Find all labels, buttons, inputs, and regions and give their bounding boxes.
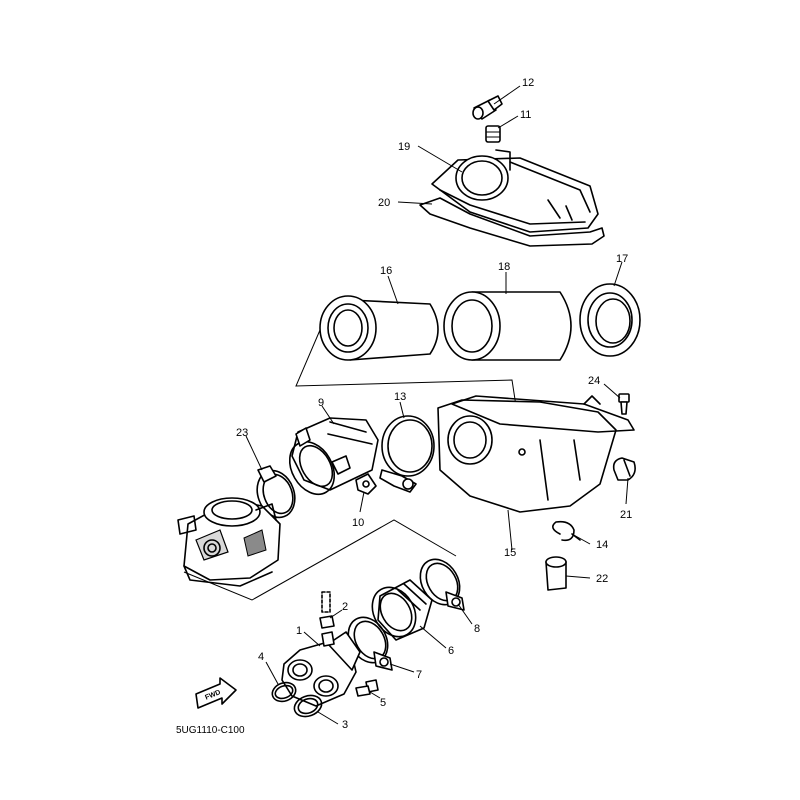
callout-22: 22 bbox=[596, 573, 608, 585]
assembly-line-filter bbox=[295, 329, 517, 407]
part-1-intake-manifold bbox=[281, 631, 361, 707]
callout-23: 23 bbox=[236, 427, 248, 439]
callout-4: 4 bbox=[258, 651, 264, 663]
callout-15: 15 bbox=[504, 547, 516, 559]
callout-3: 3 bbox=[342, 719, 348, 731]
callout-6: 6 bbox=[448, 645, 454, 657]
callout-19: 19 bbox=[398, 141, 410, 153]
part-12-elbow-fitting bbox=[472, 95, 503, 120]
part-9-air-box-joint bbox=[288, 417, 379, 496]
callout-13: 13 bbox=[394, 391, 406, 403]
part-4-o-ring bbox=[271, 681, 297, 703]
carburetor-assembly bbox=[177, 497, 281, 587]
part-19-air-box-cover bbox=[431, 149, 599, 233]
callout-2: 2 bbox=[342, 601, 348, 613]
part-6-carburetor-joint bbox=[371, 579, 433, 641]
part-5-bolt bbox=[355, 679, 379, 697]
callout-8: 8 bbox=[474, 623, 480, 635]
callout-17: 17 bbox=[616, 253, 628, 265]
assembly-line-carburetor bbox=[183, 519, 457, 601]
part-15-air-box bbox=[437, 395, 635, 513]
part-10-hose-fitting bbox=[355, 473, 377, 495]
fwd-arrow-icon: FWD bbox=[195, 677, 237, 709]
callout-16: 16 bbox=[380, 265, 392, 277]
part-18-filter-element bbox=[443, 291, 572, 361]
callout-11: 11 bbox=[520, 109, 531, 121]
callout-10: 10 bbox=[352, 517, 364, 529]
part-14-clamp-ring bbox=[552, 520, 581, 542]
callout-12: 12 bbox=[522, 77, 534, 89]
part-11-grommet bbox=[485, 125, 501, 143]
callout-5: 5 bbox=[380, 697, 386, 709]
diagram-code: 5UG1110-C100 bbox=[176, 725, 245, 736]
part-3-o-ring bbox=[293, 694, 323, 718]
callout-7: 7 bbox=[416, 669, 422, 681]
callout-labels: 12 11 19 20 16 18 17 24 13 9 23 10 21 14… bbox=[236, 77, 632, 731]
part-23-clamp bbox=[256, 465, 296, 519]
part-2-dowel-pin bbox=[319, 591, 335, 629]
callout-18: 18 bbox=[498, 261, 510, 273]
part-17-seal-ring bbox=[579, 283, 641, 357]
callout-1: 1 bbox=[296, 625, 302, 637]
part-20-gasket bbox=[419, 197, 605, 247]
part-24-screw bbox=[618, 393, 630, 415]
part-13-band-clamp bbox=[379, 415, 435, 493]
part-22-drain-pipe bbox=[545, 556, 567, 591]
callout-20: 20 bbox=[378, 197, 390, 209]
callout-14: 14 bbox=[596, 539, 608, 551]
callout-24: 24 bbox=[588, 375, 600, 387]
part-16-air-filter-cage bbox=[319, 295, 439, 361]
part-21-clip bbox=[612, 457, 636, 481]
callout-9: 9 bbox=[318, 397, 324, 409]
callout-21: 21 bbox=[620, 509, 632, 521]
callout-leaders bbox=[245, 85, 629, 725]
